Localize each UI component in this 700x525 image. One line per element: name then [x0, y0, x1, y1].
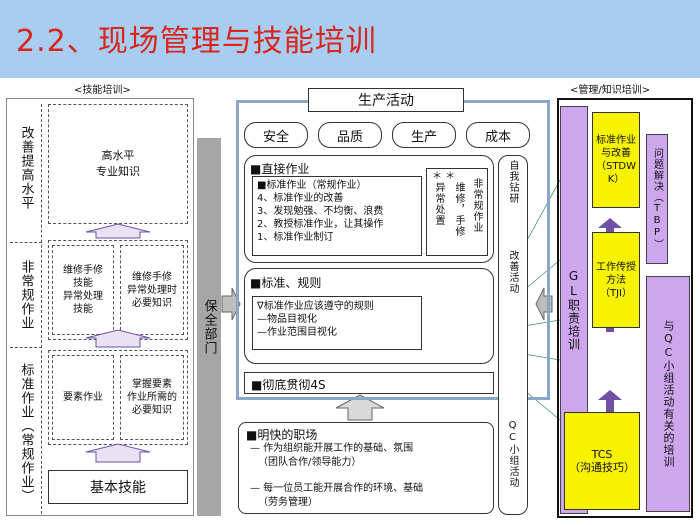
direct-work-title: ■直接作业	[250, 162, 310, 176]
left-panel	[6, 98, 194, 516]
repair-label: 维修，手修	[453, 182, 464, 237]
basic-skill-box: 基本技能	[48, 470, 188, 504]
up-arrow-icon	[85, 223, 151, 463]
page-title: 2.2、现场管理与技能培训	[16, 24, 377, 59]
label-improve: 改善提高水平	[18, 125, 34, 210]
pill-quality: 品质	[318, 122, 382, 148]
pill-cost: 成本	[466, 122, 530, 148]
divider	[10, 242, 42, 243]
standards-list: ∇标准作业应该遵守的规则 —物品目视化 —作业范围目视化	[252, 296, 422, 350]
activity-column	[498, 155, 528, 515]
tbp-bar: 问题解决（TBP）	[646, 134, 668, 264]
qc-training-label: 与QC小组活动有关的培训	[662, 320, 675, 468]
bright-workplace-box	[238, 422, 494, 514]
qc-activity-label: QC小组活动	[507, 420, 518, 488]
title-bar	[0, 0, 700, 78]
direct-item: ■标准作业（常规作业）	[257, 180, 367, 191]
bright-item: （劳务管理）	[258, 497, 318, 508]
tbp-label: 问题解决（TBP）	[651, 148, 663, 250]
right-header: <管理/知识培训>	[570, 85, 651, 96]
std-item: —作业范围目视化	[257, 327, 337, 338]
label-standard: 标准作业（常规作业）	[18, 362, 34, 503]
production-header: 生产活动	[308, 88, 464, 112]
right-panel	[557, 98, 693, 518]
label-abnormal: 非常规作业	[18, 260, 34, 330]
tji-box: 工作传授 方法 （TJI）	[592, 232, 640, 328]
qc-training-bar: 与QC小组活动有关的培训	[646, 276, 690, 512]
std-item: ∇标准作业应该遵守的规则	[257, 301, 374, 312]
bright-item: （团队合作/领导能力）	[258, 457, 362, 468]
direct-item: 2、教授标准作业，让其操作	[257, 219, 384, 230]
repair-knowledge-box: 维修手修 异常处理时 必要知识	[120, 245, 184, 335]
element-work-box: 要素作业	[52, 355, 114, 440]
abnormal-work-box	[426, 168, 488, 256]
stdwk-box: 标准作业 与改善 （STDW K）	[592, 112, 640, 208]
maintenance-dept-label: 保全部门	[201, 299, 217, 355]
maintenance-dept-bar: 保全部门	[197, 138, 221, 516]
tcs-box: TCS （沟通技巧）	[564, 412, 640, 510]
direct-item: 1、标准作业制订	[257, 232, 334, 243]
std-item: —物品目视化	[257, 314, 317, 325]
divider	[10, 347, 42, 348]
bright-item: — 每一位员工能开展合作的环境、基础	[250, 483, 424, 494]
side-label-column	[10, 104, 42, 514]
improve-activity-label: 改善活动	[507, 250, 518, 294]
standards-title: ■标准、规则	[250, 276, 322, 290]
standard-work-list: ■标准作业（常规作业） 4、标准作业的改善 3、发现勉强、不均衡、浪费 2、教授…	[252, 176, 422, 256]
thorough-4s: ■彻底贯彻4S	[244, 372, 494, 394]
bright-item: — 作为组织能开展工作的基础、氛围	[250, 443, 414, 454]
pill-production: 生产	[392, 122, 456, 148]
self-drill-label: 自我钻研	[507, 160, 518, 204]
bright-title: ■明快的职场	[246, 428, 318, 442]
pill-safety: 安全	[244, 122, 308, 148]
gl-training-label: GL职责培训	[566, 269, 581, 351]
abnormal-handle-label: 异常处置	[433, 182, 444, 226]
left-header: <技能培训>	[74, 85, 131, 96]
repair-skill-box: 维修手修 技能 异常处理 技能	[52, 245, 114, 335]
up-arrow-icon	[335, 394, 385, 421]
abnormal-work-label: 非常规作业	[471, 178, 482, 233]
stars: ＊ ＊	[432, 171, 456, 182]
direct-item: 4、标准作业的改善	[257, 193, 344, 204]
element-knowledge-box: 掌握要素 作业所需的 必要知识	[120, 355, 184, 440]
direct-item: 3、发现勉强、不均衡、浪费	[257, 206, 384, 217]
